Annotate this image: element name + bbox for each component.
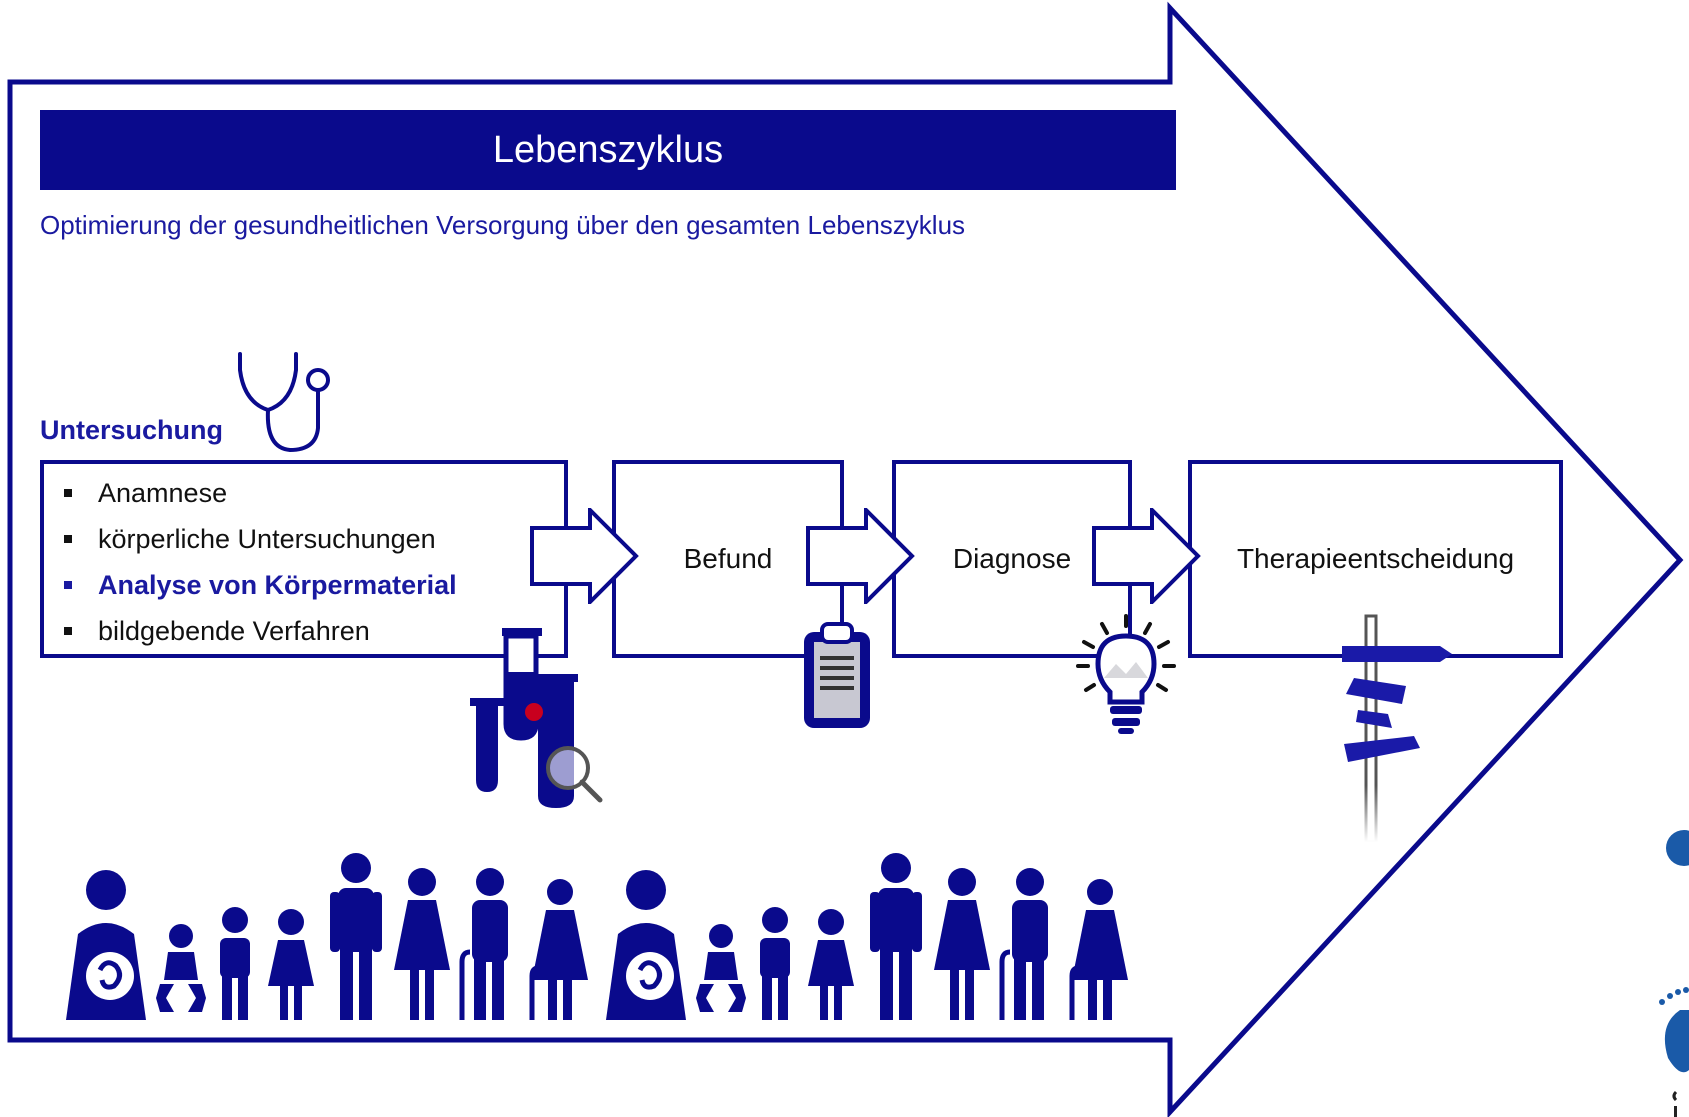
step-label-befund: Befund: [683, 543, 773, 574]
page-subtitle: Optimierung der gesundheitlichen Versorg…: [40, 210, 966, 240]
list-item: bildgebende Verfahren: [62, 608, 457, 654]
list-item-highlighted: Analyse von Körpermaterial: [62, 562, 457, 608]
connector-arrow-2: [806, 508, 915, 604]
list-item: Anamnese: [62, 470, 457, 516]
examination-list: Anamnese körperliche Untersuchungen Anal…: [62, 470, 457, 654]
stethoscope-icon: [238, 352, 330, 453]
people-lifecycle-icon: [56, 853, 1176, 1022]
lightbulb-icon: [1076, 614, 1176, 734]
step-label-diagnose: Diagnose: [952, 543, 1072, 574]
connector-arrow-3: [1092, 508, 1201, 604]
connector-arrow-1: [530, 508, 639, 604]
page-title: Lebenszyklus: [40, 110, 1176, 190]
examination-box: [40, 460, 568, 658]
list-item: körperliche Untersuchungen: [62, 516, 457, 562]
clipboard-icon: [804, 622, 870, 728]
test-tubes-icon: [470, 628, 603, 808]
step-label-therapie: Therapieentscheidung: [1236, 543, 1515, 574]
signpost-icon: [1342, 614, 1452, 844]
section-title-untersuchung: Untersuchung: [40, 415, 224, 445]
logo-fragment: [1659, 830, 1689, 1117]
